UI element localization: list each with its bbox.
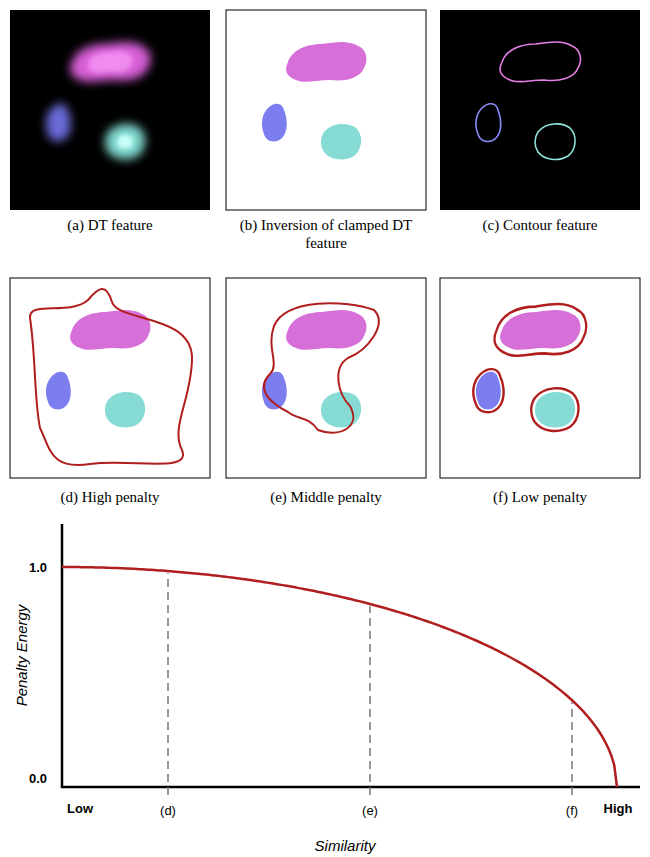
subfigure-caption: (f) Low penalty — [493, 488, 587, 506]
chart-axes — [61, 524, 640, 788]
inversion-panel — [226, 10, 426, 210]
middle-penalty-panel — [226, 278, 426, 478]
marker-label: (e) — [362, 803, 378, 818]
guide-dash — [571, 702, 573, 795]
penalty-curve — [62, 567, 617, 787]
marker-label: (f) — [566, 803, 578, 818]
guide-dashes — [168, 573, 572, 795]
axis-end-label: Low — [67, 801, 93, 816]
low-penalty-panel — [440, 278, 640, 478]
axis-title: Similarity — [315, 837, 376, 854]
axis-end-label: High — [604, 801, 633, 816]
guide-dash — [369, 606, 371, 795]
subfigure-caption: (d) High penalty — [60, 488, 159, 506]
axis-title: Penalty Energy — [14, 604, 31, 706]
subfigure-caption: (b) Inversion of clamped DT feature — [226, 216, 426, 252]
subfigure-caption: (e) Middle penalty — [270, 488, 382, 506]
subfigure-caption: (c) Contour feature — [483, 216, 598, 234]
marker-label: (d) — [160, 803, 176, 818]
tick-label: 1.0 — [29, 560, 47, 575]
tick-label: 0.0 — [29, 771, 47, 786]
guide-dash — [167, 573, 169, 795]
penalty-curve-line — [62, 567, 617, 787]
high-penalty-panel — [10, 278, 210, 478]
contour-panel — [440, 10, 640, 210]
subfigure-caption: (a) DT feature — [67, 216, 153, 234]
dt-feature-panel — [10, 10, 210, 210]
